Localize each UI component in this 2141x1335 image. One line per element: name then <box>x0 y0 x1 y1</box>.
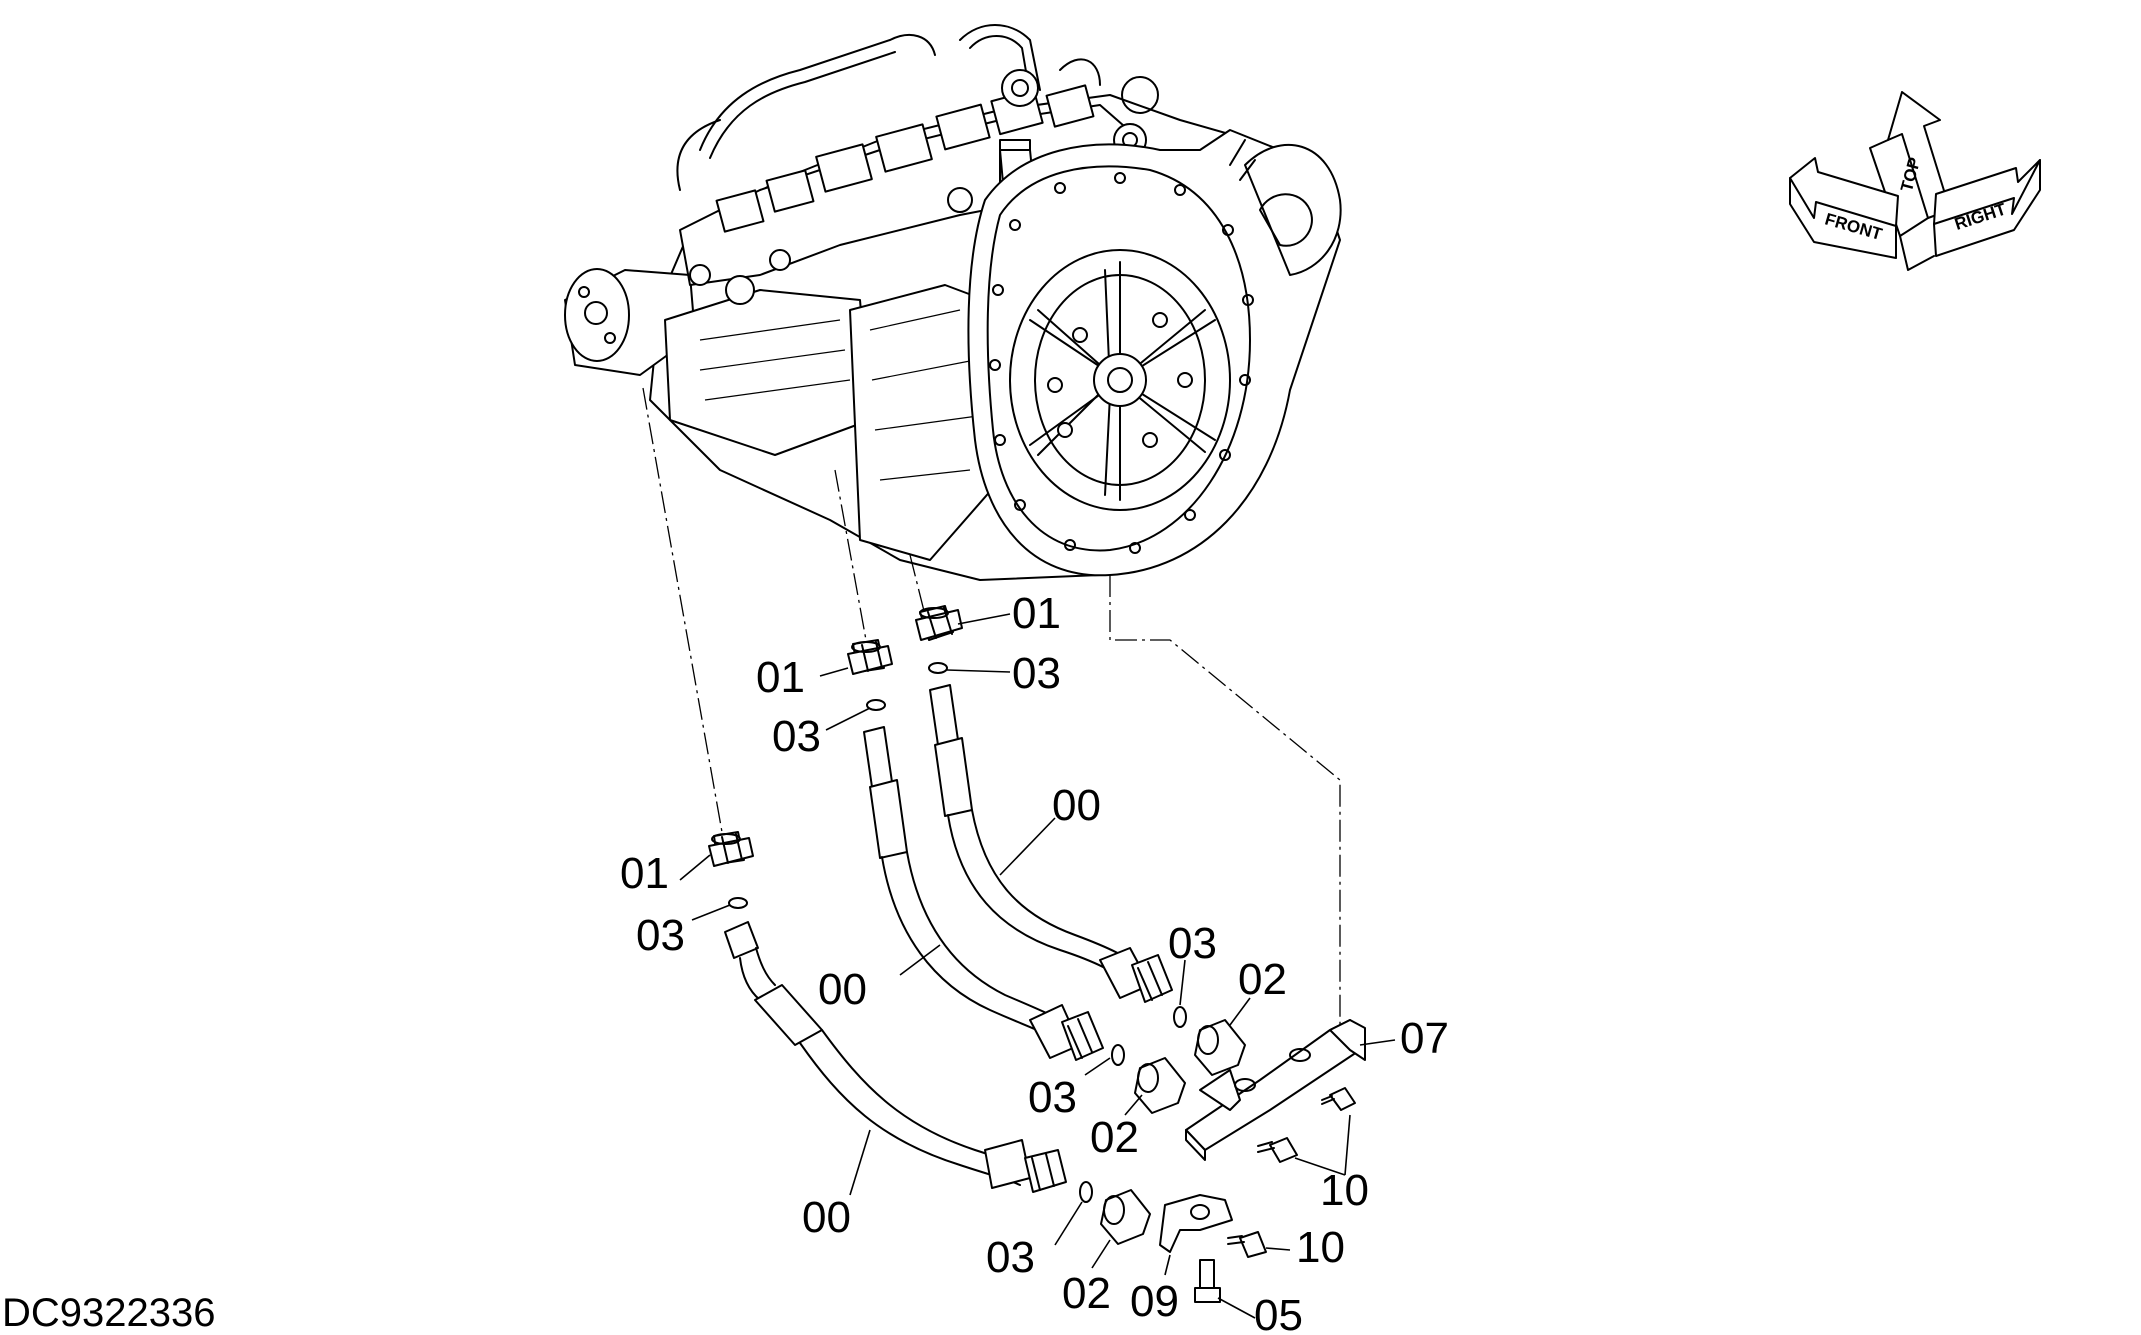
regulator-cap <box>564 268 630 362</box>
bracket-07 <box>1185 1019 1366 1161</box>
callout-00: 00 <box>1052 781 1101 830</box>
o-ring-03-c <box>728 897 748 909</box>
callout-02: 02 <box>1090 1113 1139 1162</box>
o-ring-03-d <box>1173 1006 1187 1028</box>
callout-03: 03 <box>1168 919 1217 968</box>
right-arrow-icon <box>1933 159 2041 225</box>
o-rings-03 <box>728 662 1187 1203</box>
bolt-05 <box>1194 1259 1221 1303</box>
o-ring-03-f <box>1079 1181 1093 1203</box>
shaft-hub <box>1093 353 1147 407</box>
front-arrow-icon <box>1789 157 1899 227</box>
o-ring-03-e <box>1111 1044 1125 1066</box>
center-line-housing <box>1109 575 1341 1025</box>
leader-lines <box>679 613 1396 1319</box>
clamp-09 <box>1159 1194 1233 1253</box>
callout-01: 01 <box>756 653 805 702</box>
o-ring-03-b <box>866 699 886 711</box>
callout-02: 02 <box>1062 1269 1111 1318</box>
bolt-10-lower <box>1227 1231 1267 1258</box>
callout-07: 07 <box>1400 1014 1449 1063</box>
callout-03: 03 <box>1012 649 1061 698</box>
adapter-fitting-01-lower <box>708 831 754 867</box>
callout-labels: 01 03 01 03 00 01 03 00 03 02 07 03 02 1… <box>620 589 1449 1335</box>
drawing-number: DC9322336 <box>2 1291 216 1335</box>
callout-02: 02 <box>1238 955 1287 1004</box>
callout-00: 00 <box>802 1193 851 1242</box>
center-line-mid2 <box>909 554 926 616</box>
callout-03: 03 <box>1028 1073 1077 1122</box>
adapter-fitting-01-middle <box>847 639 893 675</box>
callout-01: 01 <box>620 849 669 898</box>
callout-03: 03 <box>636 911 685 960</box>
callout-03: 03 <box>772 712 821 761</box>
pump-flange-housing <box>967 129 1342 577</box>
cap-02-lower <box>1100 1189 1151 1245</box>
flange-bolt-holes <box>989 172 1254 554</box>
center-line-left <box>642 387 723 833</box>
bolt-10-upper <box>1321 1087 1356 1111</box>
callout-09: 09 <box>1130 1277 1179 1326</box>
callout-00: 00 <box>818 965 867 1014</box>
cap-02-upper <box>1194 1019 1246 1076</box>
callout-10: 10 <box>1296 1223 1345 1272</box>
hose-00-right <box>929 684 1173 1003</box>
adapter-fitting-01-upper <box>915 605 963 641</box>
o-ring-03-a <box>928 662 948 674</box>
callout-05: 05 <box>1254 1291 1303 1335</box>
cap-02-middle <box>1134 1057 1186 1114</box>
orientation-indicator: TOP FRONT RIGHT <box>1789 91 2041 271</box>
center-line-mid <box>834 469 867 641</box>
callout-10: 10 <box>1320 1166 1369 1215</box>
bolt-10-middle <box>1257 1137 1298 1163</box>
callout-01: 01 <box>1012 589 1061 638</box>
hose-00-lower <box>724 921 1067 1193</box>
callout-03: 03 <box>986 1233 1035 1282</box>
hose-00-middle <box>863 726 1104 1061</box>
